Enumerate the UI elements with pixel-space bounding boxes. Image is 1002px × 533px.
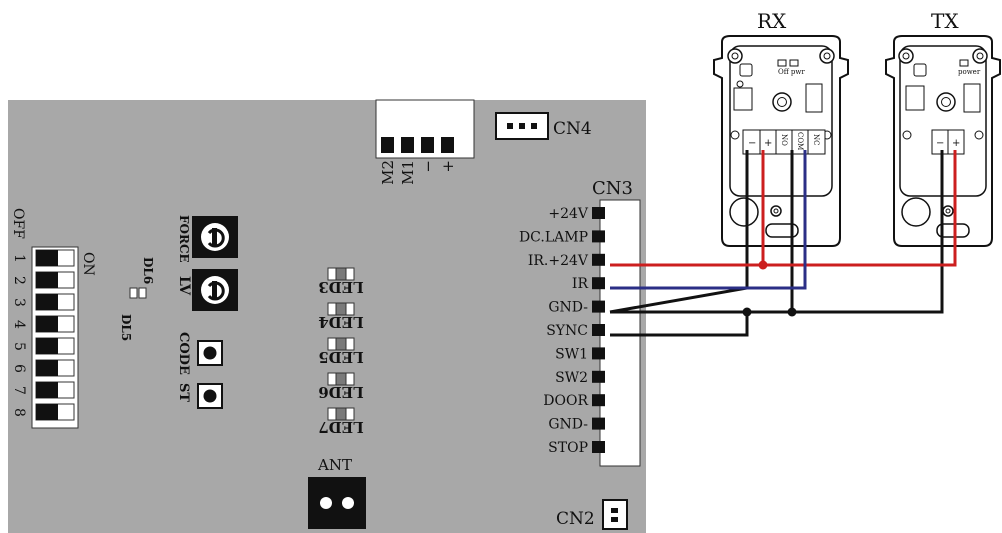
dl6-label: DL6: [141, 257, 155, 284]
cn3-pin: STOP: [548, 440, 605, 456]
dip-switch-2[interactable]: 2: [11, 271, 75, 289]
led-label: LED5: [318, 348, 363, 366]
wiring: [609, 150, 957, 337]
rx-terminal-plus: +: [764, 138, 772, 149]
cn3-pin-label: STOP: [548, 440, 588, 456]
cn3-pin-label: IR: [572, 276, 589, 292]
cn3-pin-label: DC.LAMP: [519, 229, 588, 245]
junction-dot: [758, 260, 768, 270]
wire-ir: [610, 150, 807, 290]
cn3-pin: IR: [572, 276, 605, 292]
cn3-pin-label: SW1: [555, 346, 588, 362]
cn3-pin: DC.LAMP: [519, 229, 605, 245]
dip-off-label: OFF: [10, 208, 26, 239]
rx-terminal-minus: −: [748, 138, 756, 149]
led-led4: LED4: [318, 302, 364, 331]
dip-number-label: 3: [11, 298, 27, 307]
code-label: CODE: [176, 332, 191, 375]
cn2-connector: CN2: [556, 499, 628, 530]
cn3-pin: SW2: [555, 370, 605, 386]
dip-number-label: 8: [11, 408, 27, 417]
led-led7: LED7: [318, 407, 364, 436]
dl5-label: DL5: [119, 314, 133, 341]
dip-number-label: 7: [11, 386, 27, 395]
cn3-pin-label: SW2: [555, 370, 588, 386]
cn4-connector: CN4: [495, 112, 592, 140]
led-led6: LED6: [318, 372, 364, 401]
wire-gnd-horizontal: [610, 150, 944, 314]
control-board: [8, 100, 646, 533]
tx-terminal-plus: +: [952, 138, 960, 149]
lv-label: LV: [176, 276, 192, 296]
motor-terminal-m2: M2: [379, 160, 397, 185]
cn3-pin-label: +24V: [548, 206, 589, 222]
cn3-pin-label: GND-: [548, 300, 588, 316]
tx-indicator-label: power: [958, 68, 981, 76]
ant-label: ANT: [317, 456, 352, 474]
dip-switch-6[interactable]: 6: [11, 359, 75, 377]
cn3-pin: +24V: [548, 206, 605, 222]
dip-switch-5[interactable]: 5: [11, 337, 75, 355]
motor-terminal-plus: +: [439, 160, 457, 173]
cn3-pin: GND-: [548, 300, 605, 316]
dip-switch-3[interactable]: 3: [11, 293, 75, 311]
dip-number-label: 1: [11, 254, 27, 263]
st-label: ST: [176, 383, 191, 402]
rx-photocell: RX Off pwr − + NO COM NC: [713, 9, 849, 247]
cn3-pin: SW1: [555, 346, 605, 362]
cn3-pin-label: DOOR: [543, 393, 588, 409]
dip-number-label: 2: [11, 276, 27, 285]
cn3-pin-label: IR.+24V: [528, 253, 589, 269]
cn3-pin-label: SYNC: [546, 323, 588, 339]
dip-number-label: 5: [11, 342, 27, 351]
cn3-pin: GND-: [548, 417, 605, 433]
cn3-connector: CN3 +24V DC.LAMP IR.+24V IR GND- SYNC SW1SW2DO…: [519, 178, 641, 467]
cn4-label: CN4: [553, 119, 592, 139]
rx-terminal-com: COM: [796, 132, 804, 150]
cn3-label: CN3: [592, 178, 633, 199]
cn2-label: CN2: [556, 509, 595, 529]
force-label: FORCE: [177, 215, 191, 263]
dip-on-label: ON: [80, 252, 96, 276]
code-button[interactable]: CODE: [176, 332, 223, 375]
led-led5: LED5: [318, 337, 364, 366]
tx-title: TX: [931, 9, 959, 33]
rx-indicator-labels: Off pwr: [778, 68, 805, 76]
motor-terminal-m1: M1: [399, 160, 417, 185]
cn3-pin: SYNC: [546, 323, 605, 339]
antenna-terminal: ANT: [308, 456, 366, 529]
cn3-pin: DOOR: [543, 393, 605, 409]
dip-switch-8[interactable]: 8: [11, 403, 75, 421]
dip-number-label: 6: [11, 364, 27, 373]
dip-switch[interactable]: OFF 1 2 3 4 5 6 7 8 ON: [10, 208, 96, 429]
force-trimmer[interactable]: FORCE: [177, 215, 238, 263]
dip-switch-4[interactable]: 4: [11, 315, 75, 333]
led-led3: LED3: [318, 267, 364, 296]
dip-switch-1[interactable]: 1: [11, 249, 75, 267]
lv-trimmer[interactable]: LV: [176, 269, 238, 311]
led-label: LED4: [318, 313, 363, 331]
cn3-pin: IR.+24V: [528, 253, 605, 269]
motor-terminal-minus: −: [419, 160, 437, 173]
dip-number-label: 4: [11, 320, 27, 329]
led-label: LED3: [318, 278, 363, 296]
junction-dot: [742, 307, 752, 317]
junction-dot: [787, 307, 797, 317]
small-leds: DL6 DL5: [119, 257, 155, 341]
wire-sync: [610, 312, 749, 337]
st-button[interactable]: ST: [176, 383, 223, 409]
cn3-pin-label: GND-: [548, 417, 588, 433]
led-label: LED7: [318, 418, 363, 436]
tx-terminal-minus: −: [936, 138, 944, 149]
tx-photocell: TX power − +: [885, 9, 1001, 247]
rx-title: RX: [757, 9, 787, 33]
dip-switch-7[interactable]: 7: [11, 381, 75, 399]
wire-ir-24v: [610, 150, 957, 267]
rx-terminal-no: NO: [780, 134, 788, 146]
led-label: LED6: [318, 383, 363, 401]
motor-terminal-block: M2 M1 − +: [375, 99, 475, 185]
rx-terminal-nc: NC: [812, 134, 820, 145]
